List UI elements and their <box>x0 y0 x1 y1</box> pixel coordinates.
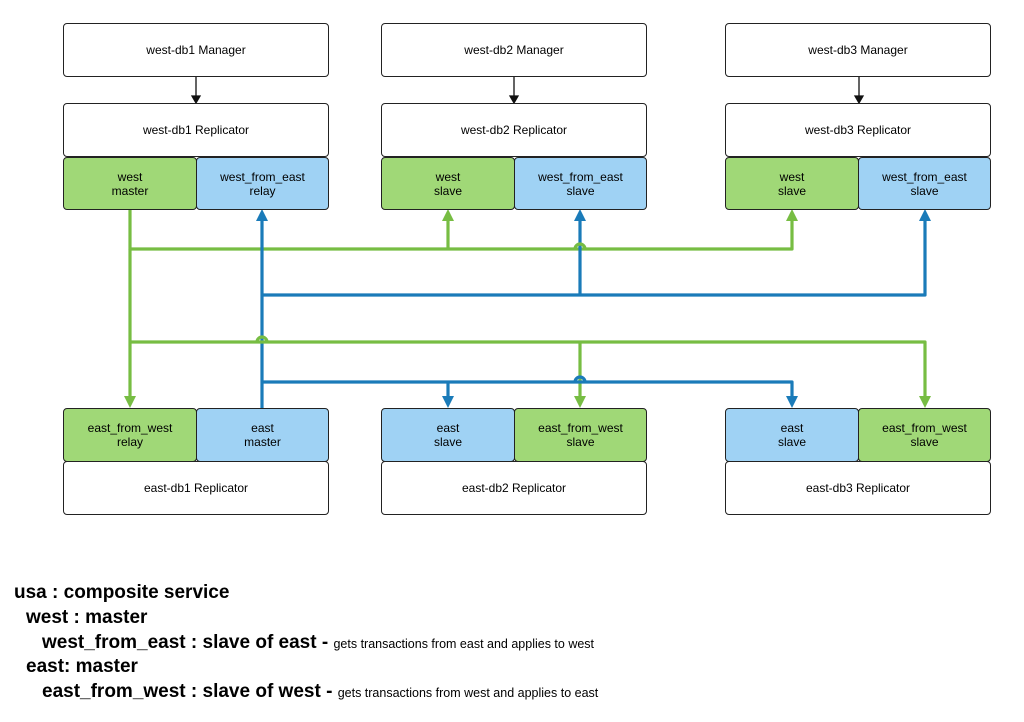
replicator-box-east-db2: east-db2 Replicator <box>381 461 647 515</box>
legend-separator: - <box>316 632 334 653</box>
service-name: east_from_west <box>538 421 623 435</box>
service-west-slave-db3: west slave <box>725 157 859 210</box>
service-role: slave <box>566 435 595 449</box>
service-east-from-west-slave-db2: east_from_west slave <box>514 408 647 462</box>
east-to-east-flow <box>262 380 794 398</box>
service-name: west <box>435 169 461 184</box>
replicator-box-east-db3: east-db3 Replicator <box>725 461 991 515</box>
service-role: master <box>111 183 149 198</box>
replicator-box-west-db1: west-db1 Replicator <box>63 103 329 157</box>
manager-box-west-db1: west-db1 Manager <box>63 23 329 77</box>
service-role: relay <box>249 183 276 198</box>
legend-east-from-west: east_from_west : slave of west - gets tr… <box>42 681 598 703</box>
service-name: west_from_east <box>882 169 967 184</box>
service-name: east <box>251 421 274 435</box>
service-name: west <box>779 169 805 184</box>
legend-composite-service: usa : composite service <box>14 582 230 603</box>
west-to-east-flow <box>128 249 927 398</box>
manager-box-west-db3: west-db3 Manager <box>725 23 991 77</box>
service-role: slave <box>566 183 595 198</box>
service-role: slave <box>777 183 806 198</box>
service-role: slave <box>910 435 939 449</box>
service-name: east <box>780 421 804 435</box>
manager-box-west-db2: west-db2 Manager <box>381 23 647 77</box>
service-name: west_from_east <box>220 169 305 184</box>
legend-west-from-east: west_from_east : slave of east - gets tr… <box>42 632 594 654</box>
replicator-box-west-db3: west-db3 Replicator <box>725 103 991 157</box>
legend-east-from-west-title: east_from_west : slave of west <box>42 681 321 702</box>
line-crossings <box>255 242 587 383</box>
service-east-from-west-slave-db3: east_from_west slave <box>858 408 991 462</box>
service-west-from-east-slave-db3: west_from_east slave <box>858 157 991 210</box>
service-west-master: west master <box>63 157 197 210</box>
legend-west-from-east-title: west_from_east : slave of east <box>42 632 317 653</box>
service-name: west <box>117 169 143 184</box>
service-west-slave-db2: west slave <box>381 157 515 210</box>
legend-west-master: west : master <box>26 607 148 628</box>
service-east-master: east master <box>196 408 329 462</box>
service-name: east <box>436 421 460 435</box>
service-role: slave <box>433 435 462 449</box>
service-east-from-west-relay: east_from_west relay <box>63 408 197 462</box>
service-east-slave-db3: east slave <box>725 408 859 462</box>
service-role: relay <box>116 435 143 449</box>
service-role: master <box>244 435 281 449</box>
service-role: slave <box>910 183 939 198</box>
legend-west-from-east-desc: gets transactions from east and applies … <box>333 637 595 651</box>
service-west-from-east-relay: west_from_east relay <box>196 157 329 210</box>
west-to-west-arrowheads <box>442 209 798 221</box>
service-west-from-east-slave-db2: west_from_east slave <box>514 157 647 210</box>
replicator-box-east-db1: east-db1 Replicator <box>63 461 329 515</box>
east-to-west-flow <box>260 221 927 408</box>
service-name: east_from_west <box>882 421 967 435</box>
east-to-west-arrowheads <box>256 209 931 221</box>
replicator-box-west-db2: west-db2 Replicator <box>381 103 647 157</box>
service-role: slave <box>777 435 806 449</box>
service-role: slave <box>433 183 462 198</box>
legend-separator: - <box>320 681 338 702</box>
legend-east-master: east: master <box>26 656 138 677</box>
service-name: east_from_west <box>87 421 173 435</box>
service-east-slave-db2: east slave <box>381 408 515 462</box>
west-to-west-flow <box>128 210 794 251</box>
east-to-east-arrowheads <box>442 396 798 408</box>
manager-arrows <box>190 77 865 105</box>
service-name: west_from_east <box>538 169 623 184</box>
legend-east-from-west-desc: gets transactions from west and applies … <box>337 686 599 700</box>
west-to-east-arrowheads <box>124 396 931 408</box>
